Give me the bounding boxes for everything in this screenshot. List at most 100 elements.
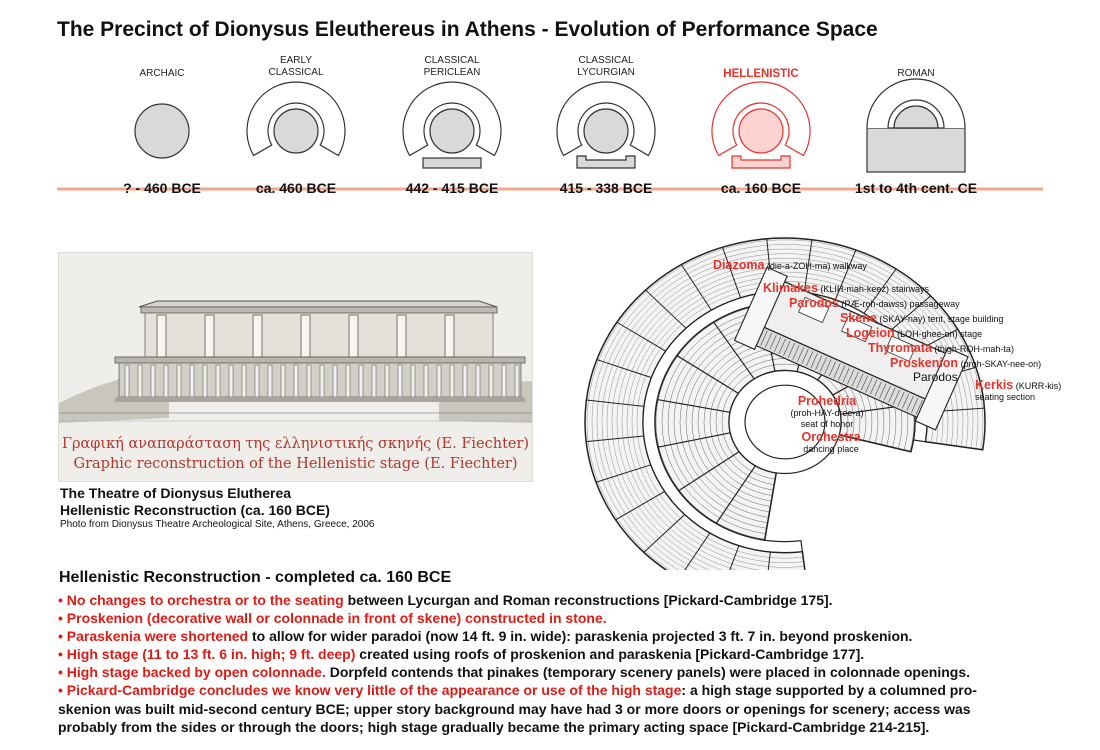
bullet-highlight: • High stage backed by open colonnade. [58, 664, 326, 681]
proskenion-column [760, 330, 768, 346]
stairway [678, 451, 740, 492]
era-diagram-3 [556, 81, 656, 169]
proskenion-column [819, 357, 827, 373]
proskenion-column [828, 361, 837, 377]
bullet-text: between Lycurgan and Roman reconstructio… [343, 592, 833, 608]
orchestra-circle [744, 384, 826, 460]
lower-column [449, 364, 455, 398]
proskenion-column [842, 367, 850, 383]
upper-column [204, 314, 215, 358]
stairway [684, 532, 711, 570]
stairway [643, 514, 686, 553]
lower-column [332, 364, 338, 398]
label-prohedria: Prohedria(proh-HAY-dree-a)seat of honor [790, 394, 864, 429]
era-label-line: CLASSICAL [578, 55, 634, 66]
stairway [801, 551, 806, 570]
proskenion-column [888, 387, 896, 403]
bullet-highlight: • Paraskenia were shortened [58, 628, 249, 645]
proskenion-column [856, 373, 864, 389]
era-label-4: HELLENISTIC [706, 68, 816, 80]
proskenion-column [815, 355, 823, 371]
proskenion-column [847, 369, 855, 385]
bullet-text: : a high stage supported by a columned p… [681, 682, 977, 699]
stage-reconstruction-drawing [59, 300, 532, 423]
thyroma-opening [884, 335, 917, 362]
upper-column [396, 314, 407, 358]
stairway [803, 239, 813, 293]
stairway [715, 465, 756, 524]
lower-column [319, 364, 325, 398]
proskenion-column [824, 359, 832, 375]
stairway [863, 268, 897, 314]
lower-column [423, 364, 429, 398]
lower-column [293, 364, 299, 398]
lower-column [462, 364, 468, 398]
stairway [839, 434, 912, 453]
paraskenion-right [914, 347, 969, 431]
lower-column [358, 364, 364, 398]
proskenion-column [897, 391, 905, 407]
bullet-text: created using roofs of proskenion and pa… [355, 646, 865, 663]
era-date-3: 415 - 338 BCE [559, 180, 653, 196]
proskenion-column [870, 379, 878, 395]
label-proskenion: Proskenion (proh-SKAY-nee-on) [890, 356, 1042, 370]
era-label-line: ARCHAIC [139, 68, 185, 79]
lower-column [163, 364, 169, 398]
lower-column [202, 364, 208, 398]
stairway [645, 289, 687, 329]
stairway [888, 295, 931, 333]
bullet-text: Dorpfeld contends that pinakes (temporar… [325, 664, 970, 681]
stairway [615, 491, 665, 521]
bullet-item: • High stage backed by open colonnade. D… [58, 663, 1058, 681]
section-title: Hellenistic Reconstruction - completed c… [59, 569, 452, 586]
proskenion-column [838, 365, 846, 381]
proskenion-column [874, 381, 882, 397]
lower-column [436, 364, 442, 398]
stairway [767, 551, 771, 570]
lower-column [215, 364, 221, 398]
proskenion-column [778, 338, 786, 354]
bullet-text: skenion was built mid-second century BCE… [58, 700, 971, 717]
lower-column [397, 364, 403, 398]
proskenion-column [902, 393, 910, 409]
era-date-2: 442 - 415 BCE [405, 180, 499, 196]
stairway [729, 545, 740, 570]
lower-column [137, 364, 143, 398]
stairway [713, 321, 755, 380]
lower-column [267, 364, 273, 398]
lower-column [475, 364, 481, 398]
proskenion-column [774, 336, 782, 352]
photo-caption-subtitle: Hellenistic Reconstruction (ca. 160 BCE) [60, 502, 330, 518]
proskenion-column [883, 385, 891, 401]
greek-caption: Γραφική αναπαράσταση της ελληνιστικής σκ… [61, 436, 530, 452]
lower-column [306, 364, 312, 398]
bullet-text: probably from the sides or through the d… [58, 718, 930, 735]
era-diagram-2 [402, 81, 502, 169]
upper-column [300, 314, 311, 358]
label-diazoma: Diazoma (die-a-ZOH-ma) walkway [713, 258, 867, 272]
era-diagram-4 [711, 81, 811, 169]
proskenion-column [801, 349, 809, 364]
skene-building [733, 266, 969, 431]
era-label-line: CLASSICAL [424, 55, 480, 66]
photo-caption-title: The Theatre of Dionysus Elutherea [60, 485, 292, 501]
era-diagram-5 [866, 78, 966, 173]
lower-column [514, 364, 520, 398]
proskenion-column [783, 340, 791, 356]
proskenion-column [860, 375, 868, 391]
label-parodos-right: Parodos [913, 370, 958, 384]
era-date-5: 1st to 4th cent. CE [854, 180, 978, 196]
stairway [616, 321, 666, 352]
proskenion-column [851, 371, 859, 387]
proskenion-column [879, 383, 887, 399]
proskenion-column [792, 344, 800, 360]
bullet-item: • No changes to orchestra or to the seat… [58, 591, 1058, 609]
bullet-item: • High stage (11 to 13 ft. 6 in. high; 9… [58, 645, 1058, 663]
stairway [657, 432, 731, 448]
era-label-line: EARLY [279, 55, 313, 66]
lower-column [228, 364, 234, 398]
proskenion-column [915, 399, 923, 415]
